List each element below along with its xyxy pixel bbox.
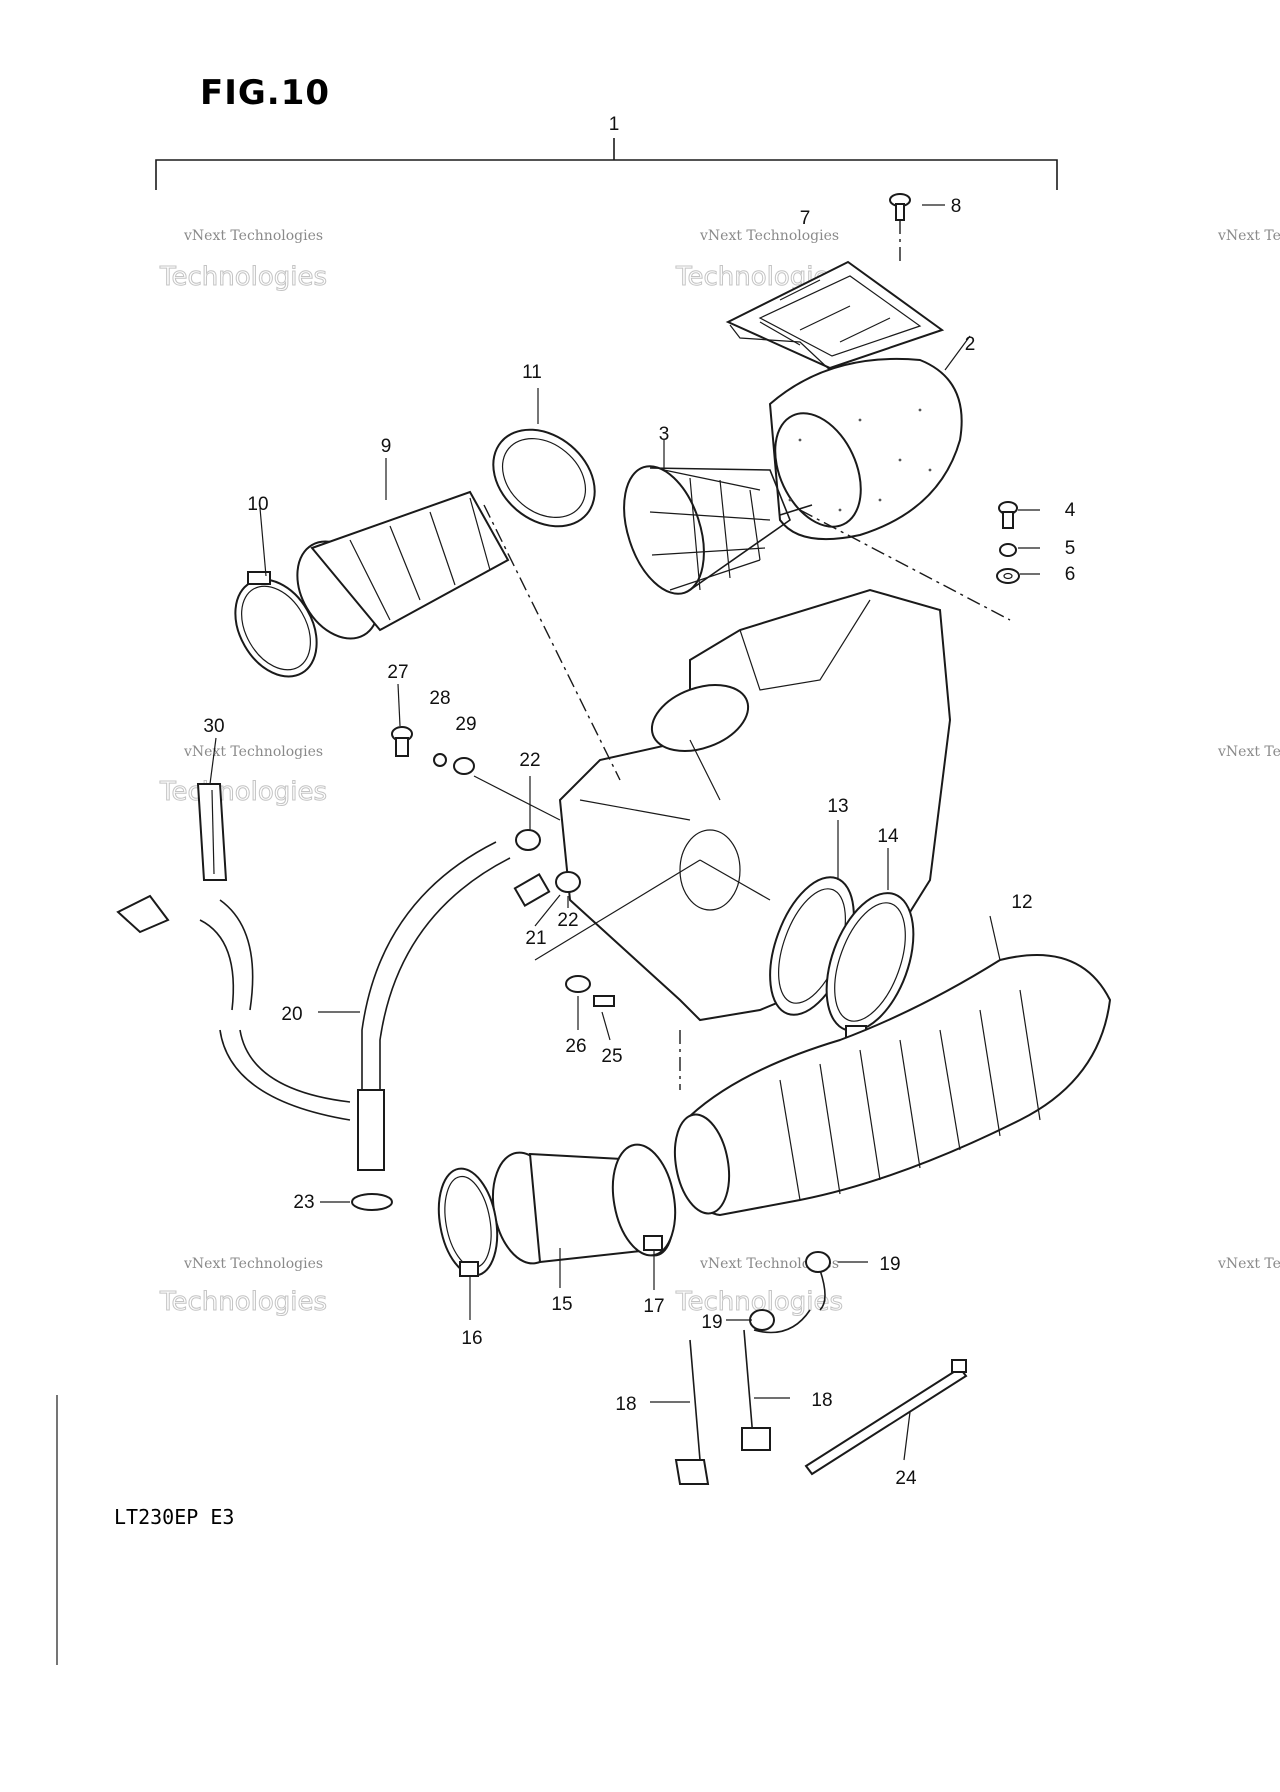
svg-text:Technologies: Technologies [159, 262, 327, 292]
intake-hose [673, 954, 1112, 1217]
svg-text:vNext Technologies: vNext Technologies [183, 744, 323, 760]
part-label-21: 21 [525, 928, 546, 949]
part-label-9: 9 [381, 436, 392, 457]
part-label-2: 2 [965, 334, 976, 355]
foam-filter-element [768, 357, 963, 541]
part-label-11: 11 [522, 362, 542, 383]
part-label-22a: 22 [519, 750, 540, 771]
part-label-23: 23 [293, 1192, 314, 1213]
part-label-26: 26 [565, 1036, 586, 1057]
part-labels: 1 2 3 4 5 6 7 8 9 10 11 12 13 14 15 16 1… [203, 114, 1075, 1489]
part-label-19b: 19 [701, 1312, 722, 1333]
model-code: LT230EP E3 [114, 1505, 234, 1529]
drain-screw-icon [565, 975, 615, 1007]
part-label-17: 17 [643, 1296, 664, 1317]
drain-clip [749, 1251, 831, 1331]
svg-text:vNext Technologies: vNext Technologies [1217, 228, 1280, 244]
nut-icon [999, 543, 1017, 557]
part-label-10: 10 [247, 494, 268, 515]
figure-title: FIG.10 [200, 73, 330, 113]
part-label-29: 29 [455, 714, 476, 735]
screw-icon [391, 726, 475, 775]
duct-clamp [234, 571, 318, 678]
breather-clip [515, 829, 581, 893]
intake-duct [296, 490, 510, 640]
rubber-strap [196, 783, 228, 881]
part-label-7: 7 [800, 208, 811, 229]
svg-text:vNext Technologies: vNext Technologies [1217, 744, 1280, 760]
part-label-27: 27 [387, 662, 408, 683]
svg-text:Technologies: Technologies [159, 777, 327, 807]
svg-text:vNext Technologies: vNext Technologies [183, 228, 323, 244]
part-label-13: 13 [827, 796, 848, 817]
part-label-5: 5 [1065, 538, 1076, 559]
part-label-4: 4 [1065, 500, 1076, 521]
breather-plug [513, 872, 551, 908]
hose-clamp-2 [611, 1143, 677, 1257]
part-label-25: 25 [601, 1046, 622, 1067]
hose-clamp [437, 1167, 499, 1277]
part-label-28: 28 [429, 688, 450, 709]
filter-cage [623, 465, 813, 595]
part-label-16: 16 [461, 1328, 482, 1349]
svg-text:vNext Technologies: vNext Technologies [183, 1256, 323, 1272]
part-label-1: 1 [609, 114, 620, 135]
svg-text:vNext Technologies: vNext Technologies [699, 228, 839, 244]
svg-text:vNext Technologies: vNext Technologies [699, 1256, 839, 1272]
part-label-18b: 18 [811, 1390, 832, 1411]
part-label-15: 15 [551, 1294, 572, 1315]
svg-text:vNext Technologies: vNext Technologies [1217, 1256, 1280, 1272]
assembly-bracket [155, 138, 1058, 190]
part-label-14: 14 [877, 826, 899, 847]
sealing-ring [492, 428, 596, 528]
small-clamp [351, 1193, 393, 1211]
part-label-24: 24 [895, 1468, 917, 1489]
part-label-19a: 19 [879, 1254, 900, 1275]
svg-text:Technologies: Technologies [159, 1287, 327, 1317]
breather-hose [116, 841, 511, 1171]
part-label-3: 3 [659, 424, 670, 445]
bolt-icon [998, 501, 1018, 529]
part-label-30: 30 [203, 716, 224, 737]
part-label-12: 12 [1011, 892, 1032, 913]
part-label-20: 20 [281, 1004, 302, 1025]
part-label-6: 6 [1065, 564, 1076, 585]
cover-screw-icon [889, 193, 911, 221]
cable-tie [804, 1359, 968, 1476]
leader-lines [209, 204, 1040, 1461]
filter-cover-plate [725, 260, 945, 373]
part-label-18a: 18 [615, 1394, 636, 1415]
part-label-22b: 22 [557, 910, 578, 931]
drain-tube [674, 1269, 826, 1485]
part-label-8: 8 [951, 196, 962, 217]
washer-icon [996, 568, 1020, 584]
